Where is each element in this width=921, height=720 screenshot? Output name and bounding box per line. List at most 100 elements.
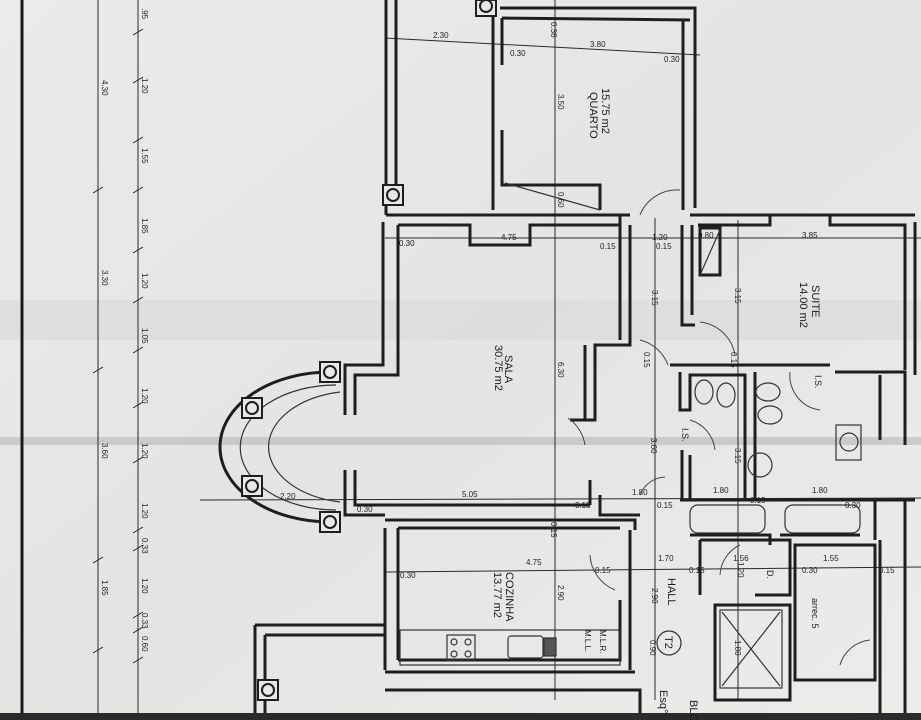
dim-label: 1.20 bbox=[652, 233, 668, 242]
dim-label: 0.30 bbox=[400, 571, 416, 580]
dim-label: 0.80 bbox=[698, 231, 714, 240]
walls bbox=[253, 0, 917, 713]
typology-marker bbox=[656, 630, 682, 656]
dim-label: 0.15 bbox=[689, 566, 705, 575]
label-mlr: M.L.R. bbox=[598, 630, 607, 654]
dim-label: 0.30 bbox=[802, 566, 818, 575]
dim-label: 0.15 bbox=[879, 566, 895, 575]
kitchen-counter bbox=[399, 629, 621, 666]
dim-label: 3.60 bbox=[649, 438, 658, 454]
dim-label: 1.20 bbox=[140, 503, 149, 519]
dim-label: 2.30 bbox=[433, 31, 449, 40]
dim-label: 3.15 bbox=[733, 448, 742, 464]
dim-label: 4.75 bbox=[501, 233, 517, 242]
room-name-quarto: QUARTO bbox=[587, 92, 599, 139]
dim-label: 0.30 bbox=[357, 505, 373, 514]
sink-icon bbox=[835, 424, 862, 461]
dim-label: 1.85 bbox=[140, 218, 149, 234]
dim-label: 0.15 bbox=[657, 501, 673, 510]
dim-label: 0.60 bbox=[556, 192, 565, 208]
dim-label: 4.75 bbox=[526, 558, 542, 567]
dim-label: 0.36 bbox=[549, 22, 558, 38]
dim-label: 0.30 bbox=[399, 239, 415, 248]
toilet-icon bbox=[716, 382, 736, 408]
dim-label: 0.15 bbox=[729, 352, 738, 368]
columns bbox=[241, 0, 497, 701]
room-name-hall: HALL bbox=[665, 578, 677, 606]
dim-label: 3.15 bbox=[733, 288, 742, 304]
dim-label: 0.33 bbox=[140, 538, 149, 554]
room-name-arrec: arrec. 5 bbox=[810, 598, 820, 629]
paper-crease bbox=[0, 437, 921, 445]
label-mll: M.L.L. bbox=[583, 630, 592, 652]
dim-label: 1.80 bbox=[632, 488, 648, 497]
dim-label: 1.20 bbox=[736, 562, 745, 578]
dim-label: 3.15 bbox=[650, 290, 659, 306]
dim-label: 2.90 bbox=[650, 588, 659, 604]
room-name-is: I.S. bbox=[813, 375, 823, 389]
bidet-icon bbox=[694, 379, 714, 405]
dim-label: 1.80 bbox=[733, 640, 742, 656]
room-name-suite: SUITE bbox=[809, 285, 821, 317]
kitchen-sink-icon bbox=[507, 635, 544, 659]
dim-label: 1.70 bbox=[658, 554, 674, 563]
typology-label: T2 bbox=[662, 636, 674, 649]
dim-label: 0.33 bbox=[140, 613, 149, 629]
dim-label: 0.15 bbox=[656, 242, 672, 251]
dim-label: 3.85 bbox=[802, 231, 818, 240]
dim-label: 3.30 bbox=[100, 270, 109, 286]
bidet-icon bbox=[755, 382, 781, 402]
dim-label: 0.60 bbox=[140, 636, 149, 652]
dim-label: 1.56 bbox=[733, 554, 749, 563]
dim-label: 1.85 bbox=[100, 580, 109, 596]
dim-label: 3.80 bbox=[590, 40, 606, 49]
dim-label: 1.20 bbox=[140, 78, 149, 94]
stairs-label: Esq° bbox=[657, 690, 669, 713]
bathtub-icon bbox=[689, 504, 766, 534]
bottom-edge bbox=[0, 713, 921, 720]
room-name-is: I.S. bbox=[680, 428, 690, 442]
dim-label: 6.30 bbox=[556, 362, 565, 378]
room-labels: QUARTO 15.75 m2 SALA 30.75 m2 SUITE 14.0… bbox=[491, 88, 823, 720]
room-area-suite: 14.00 m2 bbox=[797, 282, 809, 328]
dim-label: .95 bbox=[140, 8, 149, 20]
dim-label: 3.60 bbox=[100, 443, 109, 459]
dim-label: 0.15 bbox=[600, 242, 616, 251]
room-name-d: D. bbox=[765, 570, 775, 579]
dim-label: 0.15 bbox=[642, 352, 651, 368]
dim-label: 0.15 bbox=[595, 566, 611, 575]
room-area-sala: 30.75 m2 bbox=[492, 345, 504, 391]
dim-label: 1.20 bbox=[140, 443, 149, 459]
bathtub-icon bbox=[784, 504, 861, 534]
dim-label: 1.20 bbox=[140, 273, 149, 289]
dim-label: 1.55 bbox=[823, 554, 839, 563]
dim-label: 0.30 bbox=[845, 501, 861, 510]
dim-label: 5.05 bbox=[462, 490, 478, 499]
dimension-labels: 2.30 3.80 0.30 0.30 3.50 0.36 0.60 4.75 … bbox=[280, 22, 895, 656]
closet-diagonals bbox=[504, 182, 721, 276]
dim-label: 1.55 bbox=[140, 148, 149, 164]
paper-fold bbox=[0, 300, 921, 340]
dim-label: 1.20 bbox=[140, 388, 149, 404]
room-name-cozinha: COZINHA bbox=[503, 572, 515, 622]
dim-label: 3.50 bbox=[556, 94, 565, 110]
stove-icon bbox=[446, 634, 476, 661]
toilet-icon bbox=[757, 405, 783, 425]
dim-label: 1.05 bbox=[140, 328, 149, 344]
dim-label: 1.80 bbox=[812, 486, 828, 495]
dim-label: 0.30 bbox=[664, 55, 680, 64]
dim-label: 0.30 bbox=[510, 49, 526, 58]
room-area-cozinha: 13.77 m2 bbox=[491, 572, 503, 618]
room-area-quarto: 15.75 m2 bbox=[599, 88, 611, 134]
dim-label: 2.20 bbox=[280, 492, 296, 501]
dim-label: 0.15 bbox=[575, 501, 591, 510]
dim-label: 1.80 bbox=[713, 486, 729, 495]
fixtures bbox=[399, 182, 862, 689]
plan-dimension-lines bbox=[199, 0, 921, 700]
dim-label: 0.15 bbox=[549, 522, 558, 538]
bay-window bbox=[218, 370, 341, 524]
room-name-sala: SALA bbox=[502, 355, 514, 384]
